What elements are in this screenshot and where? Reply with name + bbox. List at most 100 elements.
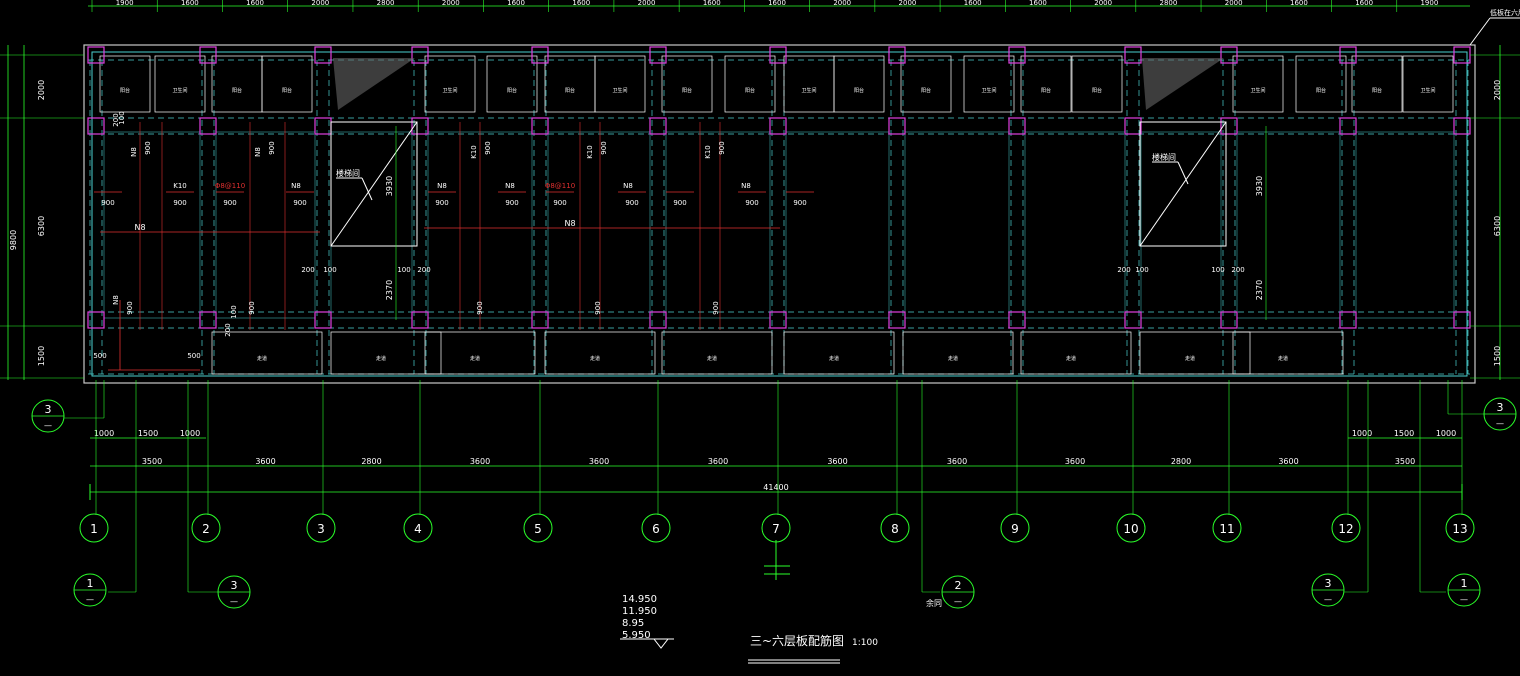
top-dim: 2800	[377, 0, 395, 7]
stair-dim: 3930	[1255, 176, 1264, 196]
room-box	[99, 55, 151, 113]
corridor-label: 走道	[829, 355, 839, 362]
rebar-label: N8	[437, 182, 447, 190]
axis-label: 11	[1219, 522, 1234, 536]
rebar-length: 900	[435, 199, 448, 207]
rebar-label: K10	[586, 145, 594, 159]
axis-label: 5	[534, 522, 542, 536]
elevation-2: 11.950	[622, 606, 657, 617]
column	[411, 46, 429, 64]
top-dim: 2000	[638, 0, 656, 7]
column	[314, 46, 332, 64]
rebar-length: 900	[144, 141, 152, 154]
slab-cell	[215, 131, 316, 319]
column	[888, 117, 906, 135]
slab-cell	[665, 131, 771, 319]
slab-cell	[1024, 131, 1126, 319]
bay-dim: 3600	[255, 457, 275, 466]
axis-label: 3	[317, 522, 325, 536]
corner-note-text: 低板在六层处	[1490, 8, 1520, 17]
column	[769, 46, 787, 64]
wall-offset: 100	[1135, 266, 1148, 274]
column	[769, 311, 787, 329]
rebar-label: N8	[741, 182, 751, 190]
top-dim: 1900	[116, 0, 134, 7]
corridor-label: 走道	[1066, 355, 1076, 362]
corridor-box	[330, 331, 442, 375]
room-box	[1351, 55, 1403, 113]
axis-label: 1	[90, 522, 98, 536]
rebar-length: 900	[793, 199, 806, 207]
column	[1220, 311, 1238, 329]
wall-offset: 100	[323, 266, 336, 274]
column	[1339, 117, 1357, 135]
corridor-label: 走道	[257, 355, 267, 362]
room-label: 卫生间	[442, 87, 457, 94]
room-box	[154, 55, 206, 113]
column	[411, 117, 429, 135]
room-label: 卫生间	[801, 87, 816, 94]
top-dim: 1600	[181, 0, 199, 7]
columns	[87, 46, 1471, 329]
axis-bubble	[1331, 513, 1361, 543]
wall-offset: 100	[118, 111, 126, 124]
rebar-length: 500	[93, 352, 106, 360]
left-dim: 6300	[37, 216, 46, 236]
room-outlines: 阳台卫生间阳台阳台卫生间阳台阳台卫生间阳台阳台卫生间阳台阳台卫生间阳台阳台卫生间…	[99, 55, 1455, 375]
corner-note: 低板在六层处	[1469, 8, 1520, 46]
slab-cell	[330, 131, 413, 319]
top-dim: 1600	[507, 0, 525, 7]
rebar-length: 900	[505, 199, 518, 207]
room-label: 阳台	[854, 87, 864, 94]
column	[1124, 46, 1142, 64]
drawing-scale: 1:100	[852, 638, 878, 648]
column	[531, 311, 549, 329]
detail-sub: —	[954, 597, 962, 606]
top-dim: 1600	[703, 0, 721, 7]
rebar-length: 900	[476, 301, 484, 314]
top-dim: 1600	[1029, 0, 1047, 7]
rebar-length: 900	[625, 199, 638, 207]
rebar-length: 900	[712, 301, 720, 314]
drawing-title: 三~六层板配筋图	[750, 633, 844, 648]
axis-label: 13	[1452, 522, 1467, 536]
right-dim: 1500	[1493, 346, 1502, 366]
elevation-1: 14.950	[622, 594, 657, 605]
axis-label: 4	[414, 522, 422, 536]
right-dim: 2000	[1493, 80, 1502, 100]
top-dim: 2800	[1160, 0, 1178, 7]
bay-dim: 3600	[470, 457, 490, 466]
bay-dim: 3600	[1278, 457, 1298, 466]
top-dim: 1600	[768, 0, 786, 7]
room-label: 卫生间	[1420, 87, 1435, 94]
room-label: 阳台	[507, 87, 517, 94]
column	[1220, 117, 1238, 135]
slab-cell	[1236, 131, 1341, 319]
column	[888, 46, 906, 64]
room-label: 卫生间	[1250, 87, 1265, 94]
room-label: 卫生间	[172, 87, 187, 94]
slab-cell	[103, 131, 201, 319]
rebar-length: 900	[248, 301, 256, 314]
room-label: 阳台	[282, 87, 292, 94]
building-outline	[83, 44, 1476, 384]
room-box	[1020, 55, 1072, 113]
room-box	[661, 55, 713, 113]
room-box	[963, 55, 1015, 113]
column	[199, 117, 217, 135]
room-label: 阳台	[1372, 87, 1382, 94]
column	[87, 117, 105, 135]
slab-cell	[1355, 131, 1455, 319]
left-dim: 1500	[37, 346, 46, 366]
column	[1008, 46, 1026, 64]
rebar-length: 900	[484, 141, 492, 154]
column	[531, 46, 549, 64]
axis-bubble	[1212, 513, 1242, 543]
top-dim: 2000	[1225, 0, 1243, 7]
rebar-length: 900	[718, 141, 726, 154]
room-box	[424, 55, 476, 113]
detail-sub: —	[1324, 595, 1332, 604]
bay-dim: 2800	[361, 457, 381, 466]
